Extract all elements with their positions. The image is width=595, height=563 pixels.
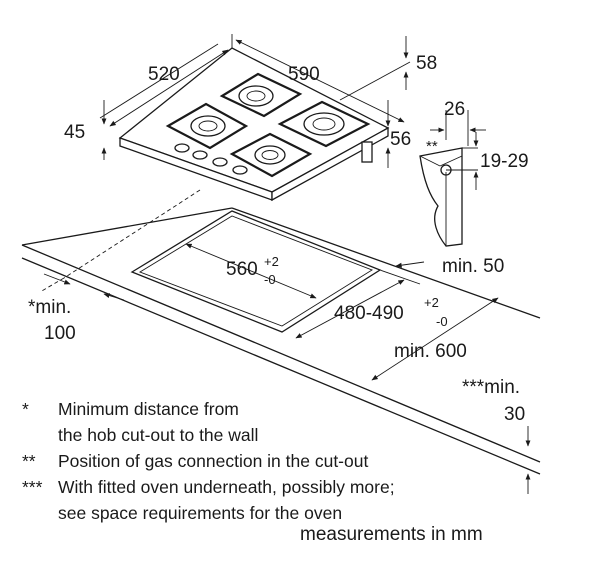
control-knobs — [174, 143, 248, 175]
label-cutout-width: 560 — [226, 259, 258, 280]
legend-text: Minimum distance from — [58, 399, 239, 419]
label-cutout-depth-plus: +2 — [424, 295, 439, 310]
label-wall-min-value: 100 — [44, 323, 76, 344]
label-gas-width: 26 — [444, 99, 465, 120]
legend: * Minimum distance from the hob cut-out … — [22, 396, 395, 526]
label-cutout-width-minus: -0 — [264, 272, 276, 287]
legend-text: With fitted oven underneath, possibly mo… — [58, 477, 395, 497]
legend-mark: ** — [22, 451, 36, 471]
legend-mark — [22, 422, 58, 448]
label-cutout-width-plus: +2 — [264, 254, 279, 269]
gas-connection-detail — [419, 110, 486, 247]
label-wall-min: *min. — [28, 297, 71, 318]
label-oven-min: ***min. — [462, 377, 520, 398]
legend-text: Position of gas connection in the cut-ou… — [58, 451, 369, 471]
legend-row: see space requirements for the oven — [22, 500, 395, 526]
units-note: measurements in mm — [300, 524, 483, 545]
label-cutout-depth: 480-490 — [334, 303, 404, 324]
legend-row: * Minimum distance from — [22, 396, 395, 422]
legend-text: see space requirements for the oven — [58, 503, 343, 523]
legend-mark: *** — [22, 477, 43, 497]
label-cutout-depth-minus: -0 — [436, 314, 448, 329]
label-top-right: 58 — [416, 53, 437, 74]
legend-row: the hob cut-out to the wall — [22, 422, 395, 448]
label-edge-min: min. 50 — [442, 256, 504, 277]
dim-lines — [43, 34, 531, 494]
label-side-offset: 56 — [390, 129, 411, 150]
projection-lines — [39, 189, 201, 293]
legend-row: ** Position of gas connection in the cut… — [22, 448, 395, 474]
label-hob-height: 45 — [64, 122, 85, 143]
label-worktop-min: min. 600 — [394, 341, 467, 362]
label-oven-min-value: 30 — [504, 404, 525, 425]
legend-text: the hob cut-out to the wall — [58, 425, 259, 445]
legend-row: *** With fitted oven underneath, possibl… — [22, 474, 395, 500]
label-hob-depth: 520 — [148, 64, 180, 85]
label-gas-height: 19-29 — [480, 151, 529, 172]
label-hob-width: 590 — [288, 64, 320, 85]
legend-mark — [22, 500, 58, 526]
dimension-labels: 520 590 58 45 56 26 ** 19-29 560 +2 -0 4… — [28, 53, 529, 425]
legend-mark: * — [22, 399, 29, 419]
burner-front-right — [229, 132, 313, 178]
gas-connector — [361, 141, 373, 163]
label-gas-mark: ** — [426, 138, 438, 155]
